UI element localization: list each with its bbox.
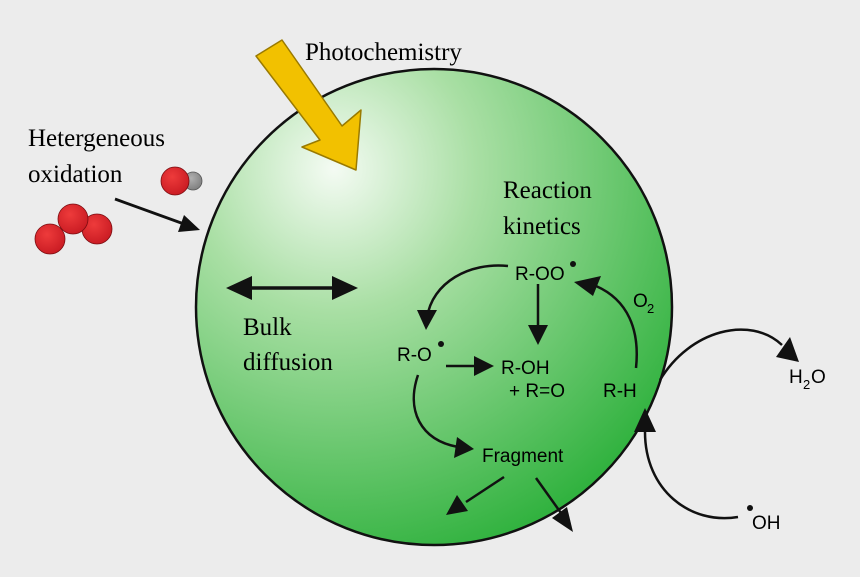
bulk-diffusion-label-line2: diffusion xyxy=(243,349,333,376)
h2o-label: H 2 O xyxy=(789,367,826,392)
photochemistry-label: Photochemistry xyxy=(305,39,462,66)
arrow-fragment-left xyxy=(465,475,505,504)
arrow-fragment-down xyxy=(534,477,563,514)
ro-radical-dot xyxy=(438,341,444,347)
species-ro: R-O xyxy=(397,345,432,366)
svg-text:O: O xyxy=(633,291,648,312)
bulk-diffusion-arrow xyxy=(226,276,358,300)
reaction-arrows xyxy=(412,264,783,520)
svg-text:2: 2 xyxy=(803,377,810,392)
o2-label: O 2 xyxy=(633,291,654,316)
species-fragment: Fragment xyxy=(482,446,564,467)
arrow-oh-to-rh xyxy=(643,431,739,520)
roo-radical-dot xyxy=(570,261,576,267)
svg-text:H: H xyxy=(789,367,803,388)
arrow-ro-to-fragment xyxy=(412,374,459,449)
het-oxidation-arrow xyxy=(114,197,200,232)
arrowheads xyxy=(417,276,799,532)
het-oxidation-label-line2: oxidation xyxy=(28,161,123,188)
svg-text:O: O xyxy=(811,367,826,388)
oh-radical-label: OH xyxy=(747,505,781,534)
reaction-kinetics-label-line2: kinetics xyxy=(503,213,581,240)
arrow-rh-to-h2o xyxy=(658,328,783,381)
svg-text:2: 2 xyxy=(647,301,654,316)
bulk-diffusion-label-line1: Bulk xyxy=(243,314,292,341)
species-ro-double: + R=O xyxy=(509,381,565,402)
sunlight-arrow xyxy=(255,39,362,171)
het-oxidation-label-line1: Hetergeneous xyxy=(28,125,165,152)
ozone-molecule xyxy=(34,203,113,255)
arrow-rh-to-roo xyxy=(595,284,638,369)
reaction-kinetics-label-line1: Reaction xyxy=(503,177,592,204)
oh-radical-molecule xyxy=(160,166,203,196)
species-rh: R-H xyxy=(603,381,637,402)
arrow-roo-to-ro xyxy=(425,264,509,319)
aerosol-particle xyxy=(194,67,674,547)
svg-text:OH: OH xyxy=(752,513,781,534)
species-roh: R-OH xyxy=(501,358,550,379)
species-roo: R-OO xyxy=(515,264,565,285)
